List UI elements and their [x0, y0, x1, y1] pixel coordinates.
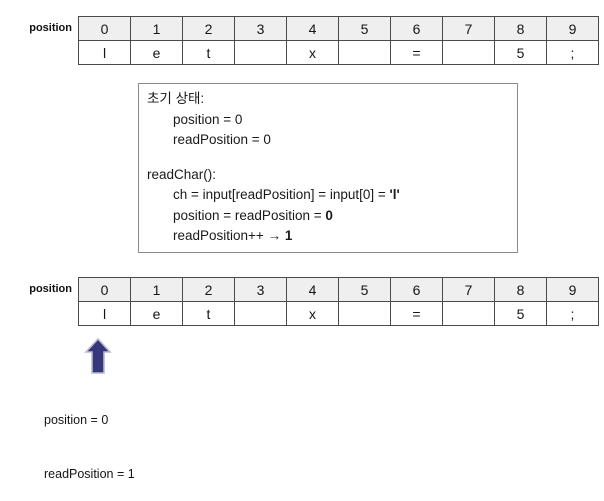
index-cell: 4: [286, 277, 339, 302]
note-func-text: readPosition++ →: [173, 228, 285, 243]
note-init-line: readPosition = 0: [173, 132, 271, 147]
note-title: 초기 상태:: [147, 91, 205, 106]
position-label-bottom: position: [29, 283, 72, 295]
index-value-table-bottom: 0 1 2 3 4 5 6 7 8 9 l e t x = 5: [78, 277, 599, 326]
char-cell: l: [78, 301, 131, 326]
char-cell: l: [78, 40, 131, 65]
index-value-table-top: 0 1 2 3 4 5 6 7 8 9 l e t x = 5: [78, 16, 599, 65]
char-cell: x: [286, 40, 339, 65]
note-func-line: position = readPosition = 0: [147, 206, 517, 227]
index-cell: 6: [390, 16, 443, 41]
char-cell: 5: [494, 40, 547, 65]
index-cell: 6: [390, 277, 443, 302]
position-table-top: position 0 1 2 3 4 5 6 7 8 9 l e t x: [0, 16, 599, 65]
char-cell: ;: [546, 40, 599, 65]
note-init-line: position = 0: [173, 111, 243, 127]
index-cell: 5: [338, 16, 391, 41]
index-cell: 7: [442, 16, 495, 41]
char-cell: ;: [546, 301, 599, 326]
position-pointer: [84, 337, 112, 374]
table-row-characters: l e t x = 5 ;: [78, 40, 599, 65]
index-cell: 0: [78, 16, 131, 41]
char-cell: [442, 301, 495, 326]
char-cell: t: [182, 301, 235, 326]
index-cell: 8: [494, 277, 547, 302]
note-func-line: readPosition++ → 1: [147, 226, 517, 247]
note-func-text: position = readPosition =: [173, 207, 326, 223]
note-spacer: [147, 151, 517, 165]
table-row-characters: l e t x = 5 ;: [78, 301, 599, 326]
index-cell: 2: [182, 277, 235, 302]
char-cell: [338, 40, 391, 65]
index-cell: 1: [130, 16, 183, 41]
up-arrow-icon: [84, 337, 112, 374]
index-cell: 5: [338, 277, 391, 302]
note-func-text: ch = input[readPosition] = input[0] =: [173, 187, 390, 202]
note-func-highlight: 0: [325, 207, 333, 223]
char-cell: [442, 40, 495, 65]
index-cell: 9: [546, 16, 599, 41]
state-note-box: 초기 상태: position = 0 readPosition = 0 rea…: [138, 83, 518, 253]
table-row-indices: 0 1 2 3 4 5 6 7 8 9: [78, 277, 599, 302]
index-cell: 3: [234, 277, 287, 302]
position-label-top: position: [29, 22, 72, 34]
index-cell: 9: [546, 277, 599, 302]
char-cell: t: [182, 40, 235, 65]
index-cell: 3: [234, 16, 287, 41]
note-func-highlight: 'l': [389, 187, 400, 202]
char-cell: [234, 301, 287, 326]
note-func-highlight: 1: [284, 228, 293, 243]
char-cell: 5: [494, 301, 547, 326]
char-cell: =: [390, 301, 443, 326]
char-cell: [234, 40, 287, 65]
note-func-line: ch = input[readPosition] = input[0] = 'l…: [147, 185, 517, 206]
caption-line-readposition: readPosition = 1: [44, 467, 135, 481]
char-cell: e: [130, 40, 183, 65]
table-row-indices: 0 1 2 3 4 5 6 7 8 9: [78, 16, 599, 41]
position-table-bottom: position 0 1 2 3 4 5 6 7 8 9 l e t x: [0, 277, 599, 326]
note-function-title: readChar():: [147, 166, 217, 182]
caption-line-position: position = 0: [44, 413, 109, 427]
index-cell: 4: [286, 16, 339, 41]
char-cell: [338, 301, 391, 326]
index-cell: 2: [182, 16, 235, 41]
index-cell: 7: [442, 277, 495, 302]
char-cell: =: [390, 40, 443, 65]
state-caption: position = 0 readPosition = 1: [44, 375, 135, 501]
index-cell: 0: [78, 277, 131, 302]
char-cell: e: [130, 301, 183, 326]
index-cell: 1: [130, 277, 183, 302]
char-cell: x: [286, 301, 339, 326]
index-cell: 8: [494, 16, 547, 41]
